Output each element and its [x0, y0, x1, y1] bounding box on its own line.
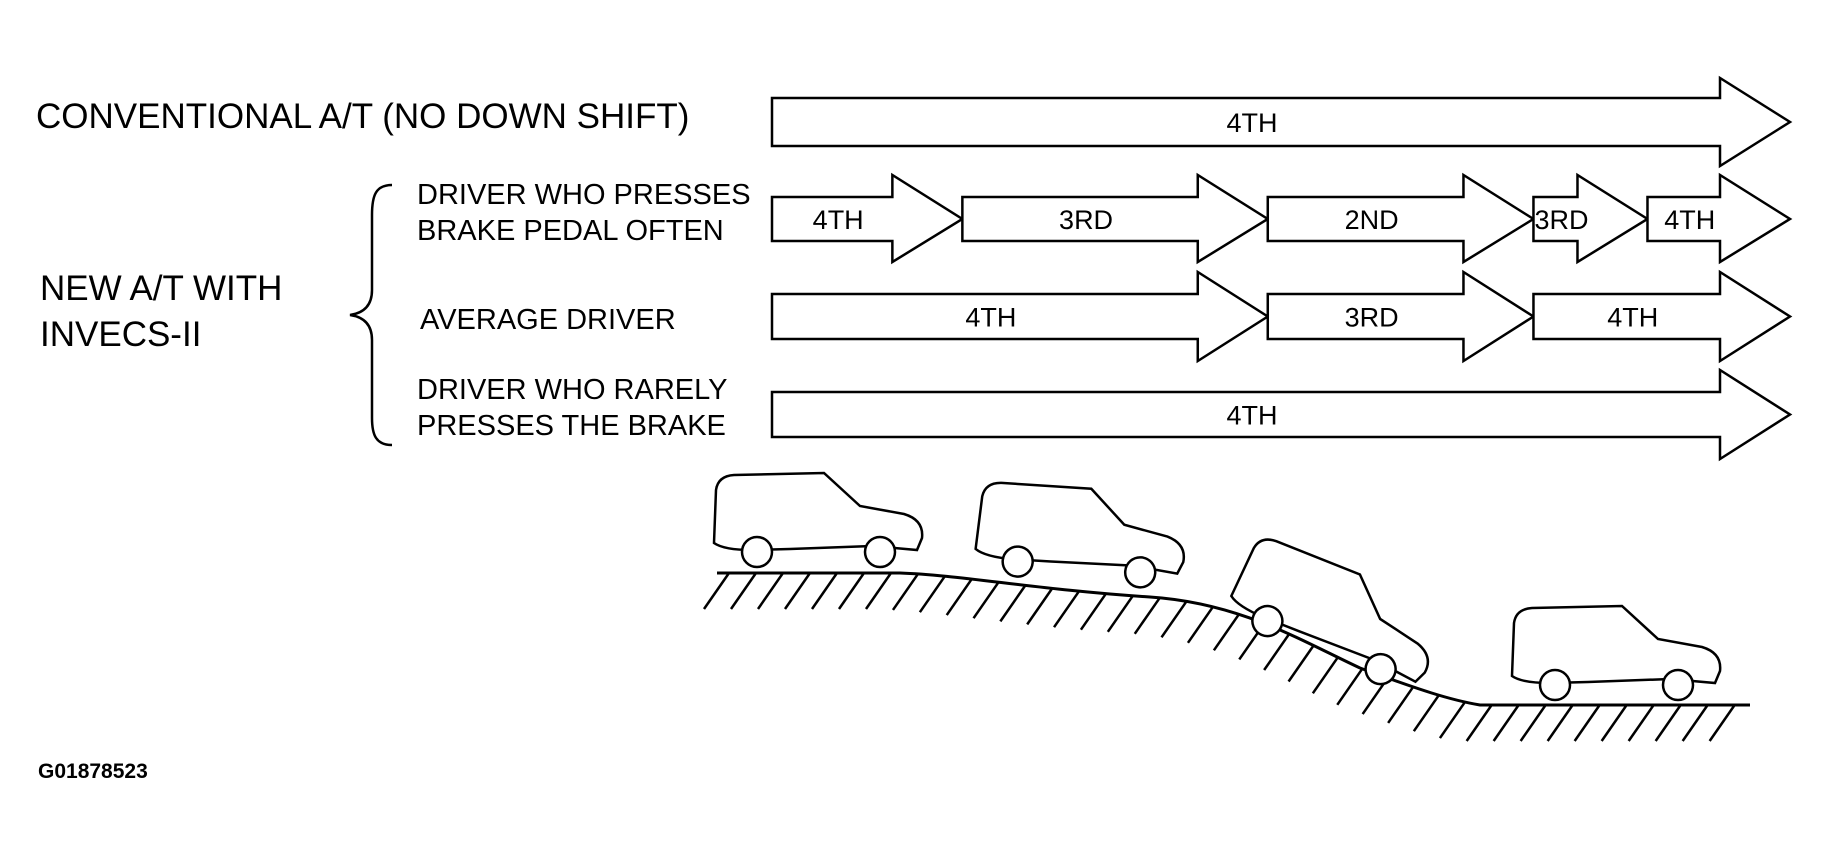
- ground-hatch: [1573, 704, 1601, 742]
- ground-hatch: [1079, 592, 1107, 631]
- ground-hatch: [918, 575, 946, 613]
- gear-label: 3RD: [1059, 205, 1113, 235]
- ground-hatch: [729, 572, 758, 610]
- gear-arrow: [770, 172, 965, 265]
- ground-hatch: [999, 584, 1027, 623]
- ground-hatch: [837, 572, 866, 610]
- ground-hatch: [1106, 595, 1134, 633]
- car-icon: [1510, 604, 1722, 702]
- ground-hatch: [945, 578, 973, 616]
- ground-hatch: [1212, 613, 1240, 652]
- gear-arrow: [1266, 172, 1536, 265]
- ground-hatch: [1627, 704, 1655, 742]
- ground-hatch: [1311, 656, 1339, 695]
- ground-hatch: [1053, 590, 1081, 628]
- rarely-label-line2: PRESSES THE BRAKE: [417, 410, 726, 442]
- gear-label: 4TH: [1226, 401, 1277, 431]
- ground-hatch: [1546, 704, 1574, 742]
- ground-hatch: [1336, 668, 1364, 706]
- ground-hatch: [702, 572, 731, 610]
- gear-arrow: [1532, 172, 1650, 265]
- car-icon: [974, 481, 1186, 589]
- ground-hatch: [1708, 704, 1736, 742]
- gear-label: 4TH: [1607, 303, 1658, 333]
- gear-arrow: [1266, 269, 1536, 364]
- ground-hatch: [1412, 694, 1440, 732]
- average-driver-label: AVERAGE DRIVER: [420, 304, 676, 336]
- gear-label: 4TH: [1226, 108, 1277, 138]
- ground-hatch: [972, 581, 1000, 619]
- gear-arrows: 4TH 4TH 3RD 2ND 3RD 4TH 4TH 3RD 4TH 4TH: [770, 75, 1793, 462]
- gear-label: 4TH: [1664, 205, 1715, 235]
- new-at-label-line1: NEW A/T WITH: [40, 269, 283, 308]
- gear-arrow: [770, 75, 1793, 169]
- ground-hatch: [864, 572, 893, 610]
- ground-hatch: [1387, 686, 1415, 724]
- ground-hatch: [1492, 704, 1520, 742]
- gear-label: 4TH: [813, 205, 864, 235]
- figure-code: G01878523: [38, 760, 148, 783]
- ground-hatch: [756, 572, 785, 610]
- grouping-brace: [349, 183, 393, 447]
- gear-label: 3RD: [1345, 303, 1399, 333]
- ground-hatch: [1186, 606, 1214, 644]
- ground-hatch: [1519, 704, 1547, 742]
- gear-label: 3RD: [1534, 205, 1588, 235]
- gear-arrow: [1532, 269, 1793, 364]
- ground-hatch: [1438, 701, 1466, 739]
- ground-hatch: [1681, 704, 1709, 742]
- brake-often-label-line2: BRAKE PEDAL OFTEN: [417, 215, 724, 247]
- gear-arrow: [770, 269, 1271, 364]
- ground-hatch: [1133, 597, 1161, 635]
- ground-hatch: [1654, 704, 1682, 742]
- ground-hatch: [1600, 704, 1628, 742]
- ground-hatch: [1026, 587, 1054, 626]
- ground-hatch: [1160, 600, 1188, 639]
- car-icon: [1229, 538, 1430, 686]
- gear-arrow: [961, 172, 1271, 265]
- gear-label: 4TH: [965, 303, 1016, 333]
- ground-hatch: [1465, 704, 1493, 742]
- new-at-label-line2: INVECS-II: [40, 315, 202, 354]
- ground-hatch: [1287, 644, 1315, 683]
- gear-label: 2ND: [1345, 205, 1399, 235]
- hill-ground: [702, 571, 1750, 742]
- car-icon: [712, 471, 924, 569]
- ground-hatch: [1263, 633, 1291, 671]
- gear-arrow: [1646, 172, 1793, 265]
- ground-hatch: [891, 573, 920, 611]
- gear-arrow: [770, 367, 1793, 462]
- brake-often-label-line1: DRIVER WHO PRESSES: [417, 179, 751, 211]
- rarely-label-line1: DRIVER WHO RARELY: [417, 374, 728, 406]
- ground-hatch: [783, 572, 812, 610]
- ground-hatch: [810, 572, 839, 610]
- conventional-at-label: CONVENTIONAL A/T (NO DOWN SHIFT): [36, 97, 690, 136]
